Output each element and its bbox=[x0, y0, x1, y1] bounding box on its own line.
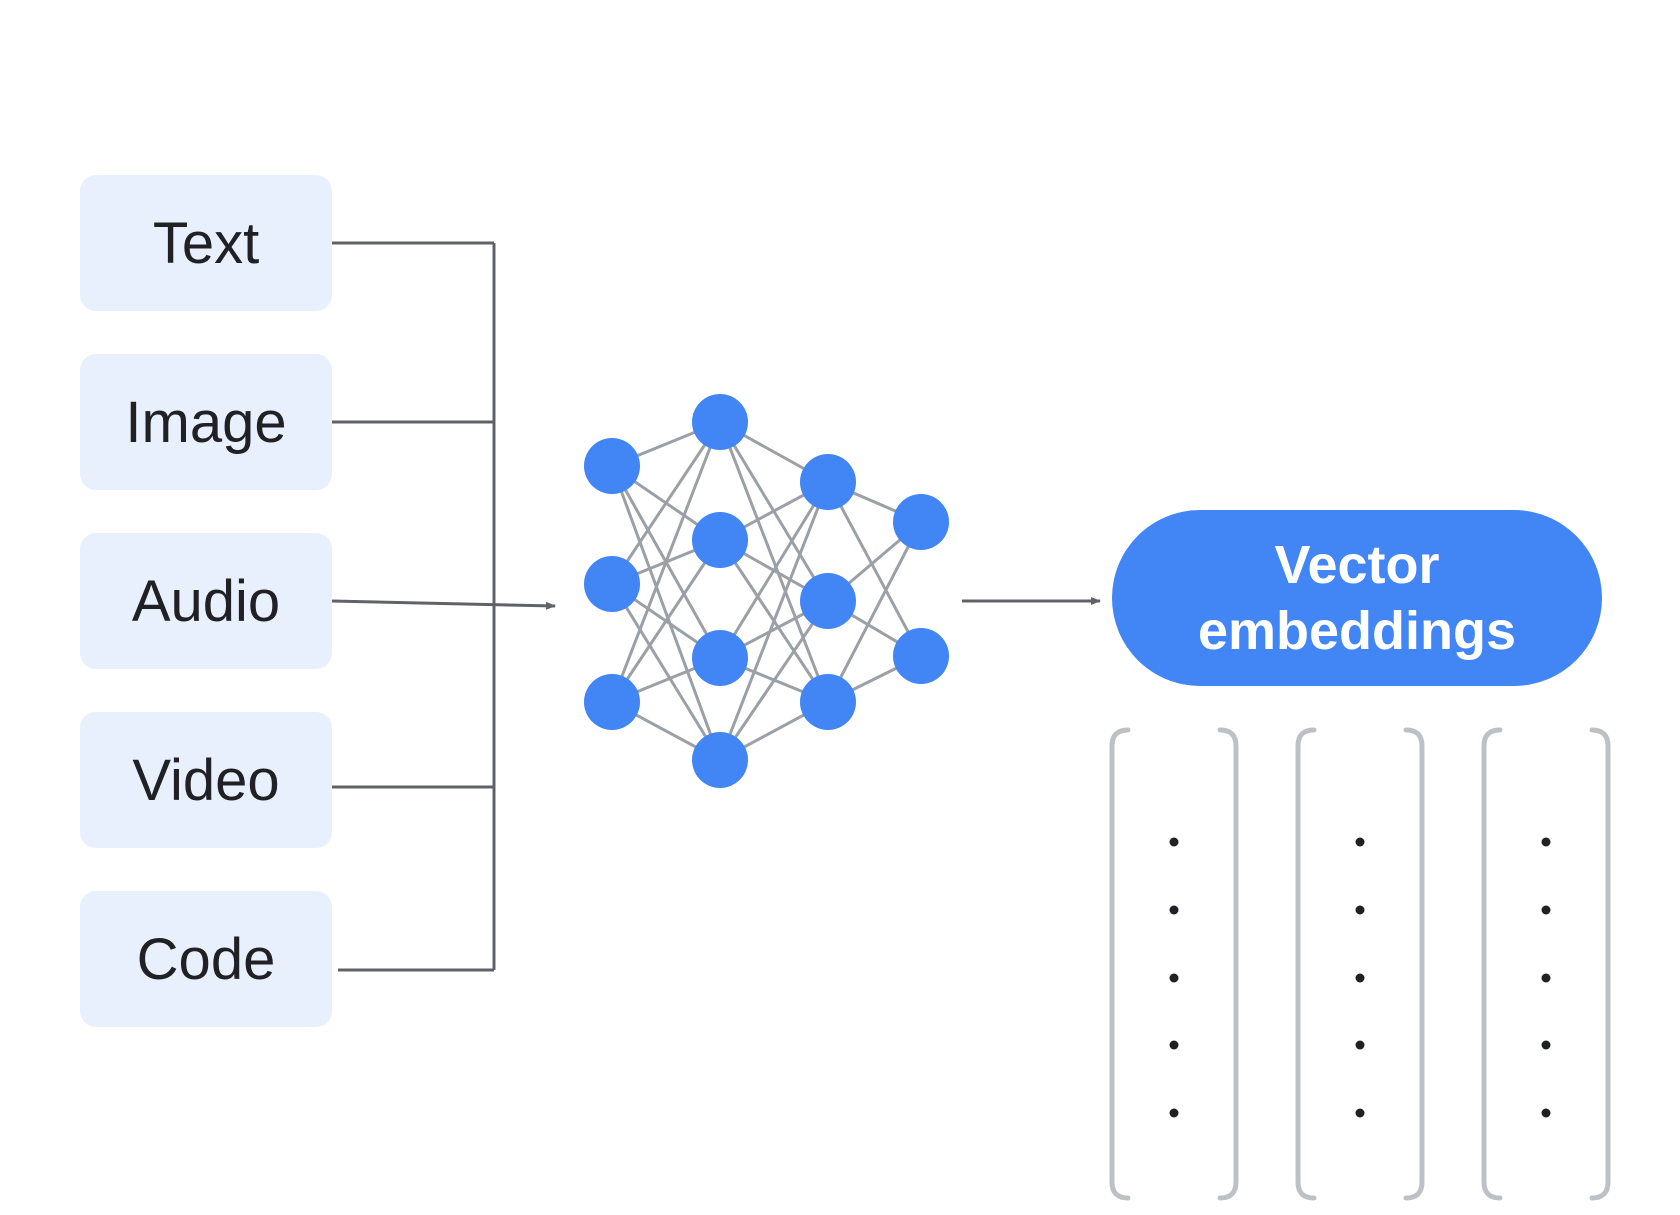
network-edge bbox=[718, 600, 830, 761]
neural-network bbox=[584, 394, 949, 788]
network-edge bbox=[610, 465, 722, 761]
network-node bbox=[584, 438, 640, 494]
vector-bracket-right bbox=[1217, 727, 1239, 1201]
network-edge bbox=[718, 481, 830, 659]
input-box-code: Code bbox=[80, 891, 332, 1027]
network-edge bbox=[610, 421, 722, 703]
vector-bracket-left bbox=[1481, 727, 1503, 1201]
vector-dot bbox=[1355, 905, 1365, 915]
network-node bbox=[800, 674, 856, 730]
network-node bbox=[893, 628, 949, 684]
network-node bbox=[800, 573, 856, 629]
vector-dot bbox=[1169, 905, 1179, 915]
input-label-image: Image bbox=[125, 389, 287, 455]
input-label-video: Video bbox=[132, 747, 280, 813]
pill-label-line1: Vector bbox=[1274, 535, 1440, 595]
vector-dot bbox=[1541, 1040, 1551, 1050]
input-box-text: Text bbox=[80, 175, 332, 311]
vector-dot bbox=[1355, 973, 1365, 983]
vector-bracket-right bbox=[1589, 727, 1611, 1201]
network-edge bbox=[610, 421, 722, 585]
network-edge bbox=[826, 521, 923, 703]
vector-dot bbox=[1541, 905, 1551, 915]
input-box-audio: Audio bbox=[80, 533, 332, 669]
network-node bbox=[692, 512, 748, 568]
vector-dot bbox=[1169, 1040, 1179, 1050]
vector-embeddings-pill: Vector embeddings bbox=[1112, 510, 1602, 686]
network-node bbox=[692, 394, 748, 450]
input-box-video: Video bbox=[80, 712, 332, 848]
vector-dot bbox=[1355, 1108, 1365, 1118]
network-node bbox=[893, 494, 949, 550]
vector-dot bbox=[1541, 973, 1551, 983]
input-label-code: Code bbox=[136, 926, 276, 992]
vector-dot bbox=[1355, 1040, 1365, 1050]
network-edge bbox=[718, 481, 830, 761]
network-node bbox=[692, 732, 748, 788]
network-node bbox=[584, 674, 640, 730]
audio-arrow bbox=[331, 599, 556, 610]
vector-bracket-right bbox=[1403, 727, 1425, 1201]
vector-dot bbox=[1541, 1108, 1551, 1118]
pill-label-line2: embeddings bbox=[1197, 601, 1517, 661]
network-node bbox=[584, 556, 640, 612]
input-label-text: Text bbox=[152, 210, 260, 276]
vector-dot bbox=[1355, 837, 1365, 847]
input-box-image: Image bbox=[80, 354, 332, 490]
network-edge bbox=[610, 539, 722, 703]
vector-bracket-left bbox=[1295, 727, 1317, 1201]
vector-bracket-left bbox=[1109, 727, 1131, 1201]
input-label-audio: Audio bbox=[131, 568, 281, 634]
vector-dot bbox=[1169, 837, 1179, 847]
network-edge bbox=[610, 583, 722, 761]
input-connectors bbox=[332, 241, 496, 972]
network-edge bbox=[718, 421, 830, 703]
vector-dot bbox=[1169, 973, 1179, 983]
vector-columns bbox=[1109, 727, 1611, 1201]
network-edge bbox=[826, 481, 923, 657]
vector-dot bbox=[1541, 837, 1551, 847]
vector-dot bbox=[1169, 1108, 1179, 1118]
network-node bbox=[692, 630, 748, 686]
network-node bbox=[800, 454, 856, 510]
